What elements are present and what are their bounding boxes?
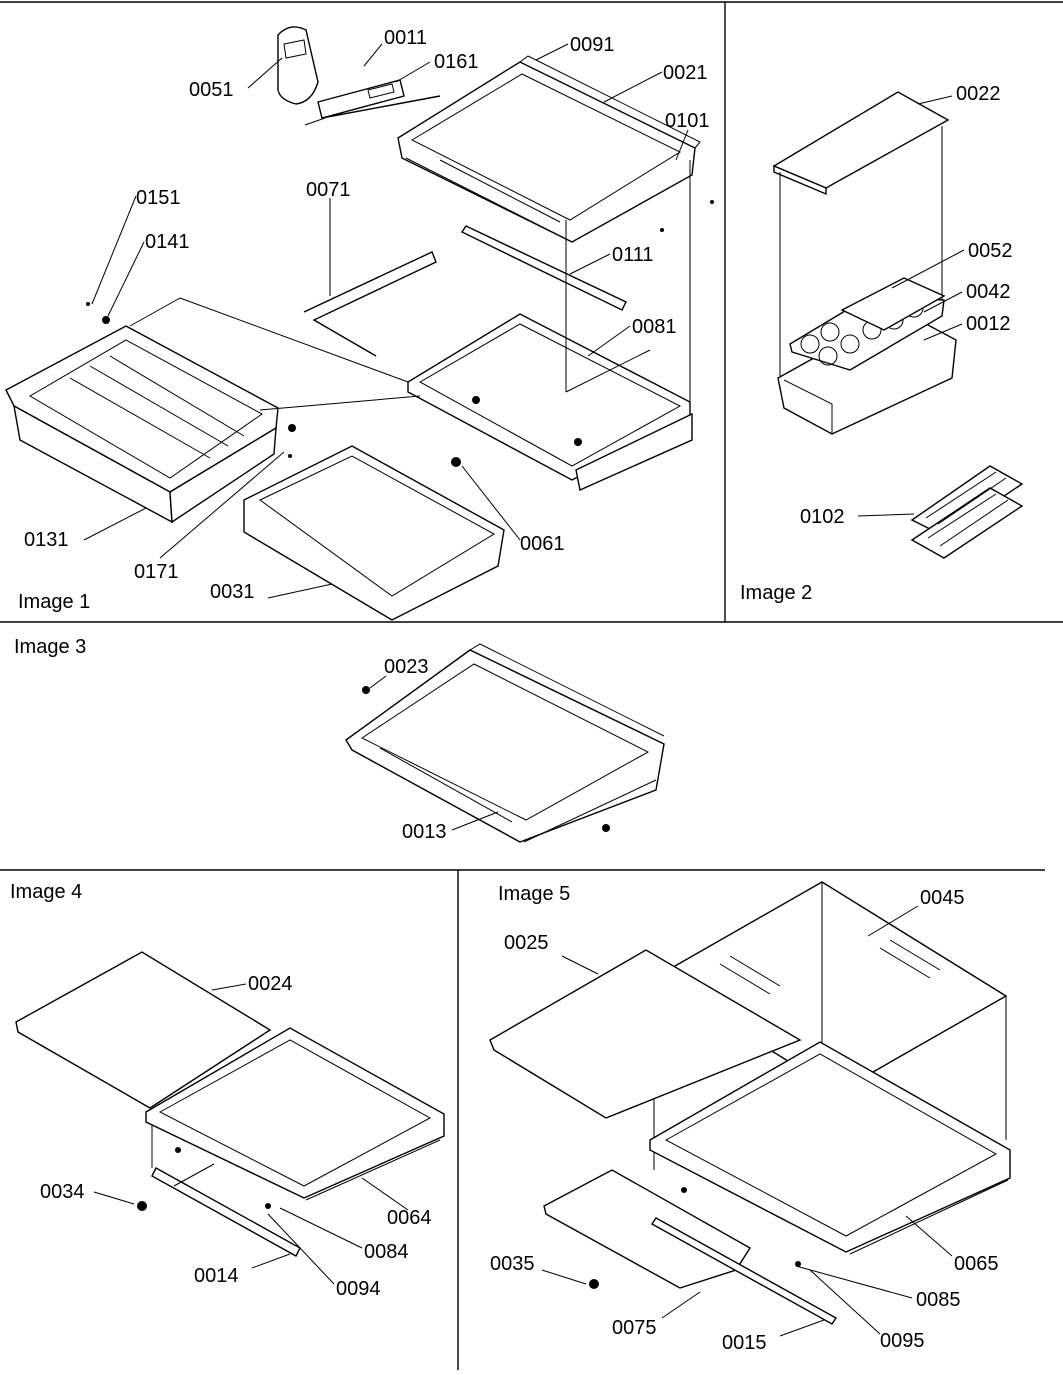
- image-5-drawing: [489, 881, 1011, 1325]
- image-1-drawing: [5, 26, 714, 621]
- callout-0023: 0023: [384, 656, 429, 678]
- callout-0051: 0051: [189, 79, 234, 101]
- callout-0015: 0015: [722, 1332, 767, 1354]
- image-2-leaders: [857, 95, 965, 517]
- callout-0064: 0064: [387, 1207, 432, 1229]
- callout-0011: 0011: [384, 27, 427, 49]
- callout-0014: 0014: [194, 1265, 239, 1287]
- guide-small-part: [137, 1201, 147, 1211]
- image-3-drawing: [345, 643, 665, 843]
- egg-lid-part: [840, 277, 946, 331]
- callout-0111: 0111: [612, 244, 654, 266]
- callout-0035: 0035: [490, 1253, 535, 1275]
- right-drawer-part: [243, 445, 505, 621]
- image-1-leaders: [83, 43, 689, 599]
- callout-0075: 0075: [612, 1317, 657, 1339]
- dairy-door-part: [772, 91, 950, 196]
- shelf-frame-part: [145, 1027, 445, 1201]
- glass-shelf-part: [15, 951, 272, 1109]
- drawer-frame-part: [407, 313, 693, 491]
- callout-0034: 0034: [40, 1181, 85, 1203]
- callout-0052: 0052: [968, 240, 1013, 262]
- guide-part: [451, 457, 461, 467]
- panel-label-image-1: Image 1: [18, 591, 90, 613]
- callout-0091: 0091: [570, 34, 615, 56]
- callout-0101: 0101: [665, 110, 710, 132]
- left-drawer-part: [5, 325, 279, 524]
- callout-0031: 0031: [210, 581, 255, 603]
- callout-0012: 0012: [966, 313, 1011, 335]
- image-4-leaders: [93, 983, 409, 1285]
- shelf-stop-part: [362, 686, 370, 694]
- crisper-cover-shelf-part: [397, 55, 701, 243]
- image-5-leaders: [541, 905, 953, 1337]
- callout-0095: 0095: [880, 1330, 925, 1352]
- callout-0021: 0021: [663, 62, 708, 84]
- stop-part: [102, 316, 110, 324]
- callout-0102: 0102: [800, 506, 845, 528]
- callout-0022: 0022: [956, 83, 1001, 105]
- callout-0094: 0094: [336, 1278, 381, 1300]
- ice-tray-part: [910, 465, 1024, 559]
- image-3-leaders: [369, 675, 499, 831]
- rail-long-part: [650, 1217, 838, 1325]
- callout-0061: 0061: [520, 533, 565, 555]
- callout-0171: 0171: [134, 561, 179, 583]
- handle-cover-part: [277, 26, 319, 105]
- shelf-frame-large-part: [649, 1041, 1011, 1255]
- callout-0081: 0081: [632, 316, 677, 338]
- callout-0065: 0065: [954, 1253, 999, 1275]
- panel-label-image-4: Image 4: [10, 881, 82, 903]
- callout-0131: 0131: [24, 529, 69, 551]
- callout-0151: 0151: [136, 187, 181, 209]
- guide-large-part: [589, 1279, 599, 1289]
- callout-0024: 0024: [248, 973, 293, 995]
- bracket-part: [304, 79, 441, 126]
- callout-0084: 0084: [364, 1241, 409, 1263]
- image-2-drawing: [772, 91, 1024, 559]
- trim-strip-part: [543, 1169, 751, 1289]
- divider-part: [303, 251, 437, 357]
- panel-label-image-5: Image 5: [498, 883, 570, 905]
- callout-0042: 0042: [966, 281, 1011, 303]
- screw-part: [86, 302, 90, 306]
- callout-0025: 0025: [504, 932, 549, 954]
- callout-0013: 0013: [402, 821, 447, 843]
- callout-0161: 0161: [434, 51, 479, 73]
- callout-0141: 0141: [145, 231, 190, 253]
- rail-front-part: [151, 1167, 301, 1257]
- glass-shelf-large-part: [489, 949, 802, 1119]
- callout-labels: 0051 0011 0161 0091 0021 0101 0071 0151 …: [24, 27, 1013, 1354]
- panel-label-image-3: Image 3: [14, 636, 86, 658]
- shelf-part: [345, 643, 665, 843]
- panel-label-image-2: Image 2: [740, 582, 812, 604]
- callout-0071: 0071: [306, 179, 351, 201]
- callout-0085: 0085: [916, 1289, 961, 1311]
- rail-part: [460, 225, 627, 311]
- image-4-drawing: [15, 951, 445, 1257]
- callout-0045: 0045: [920, 887, 965, 909]
